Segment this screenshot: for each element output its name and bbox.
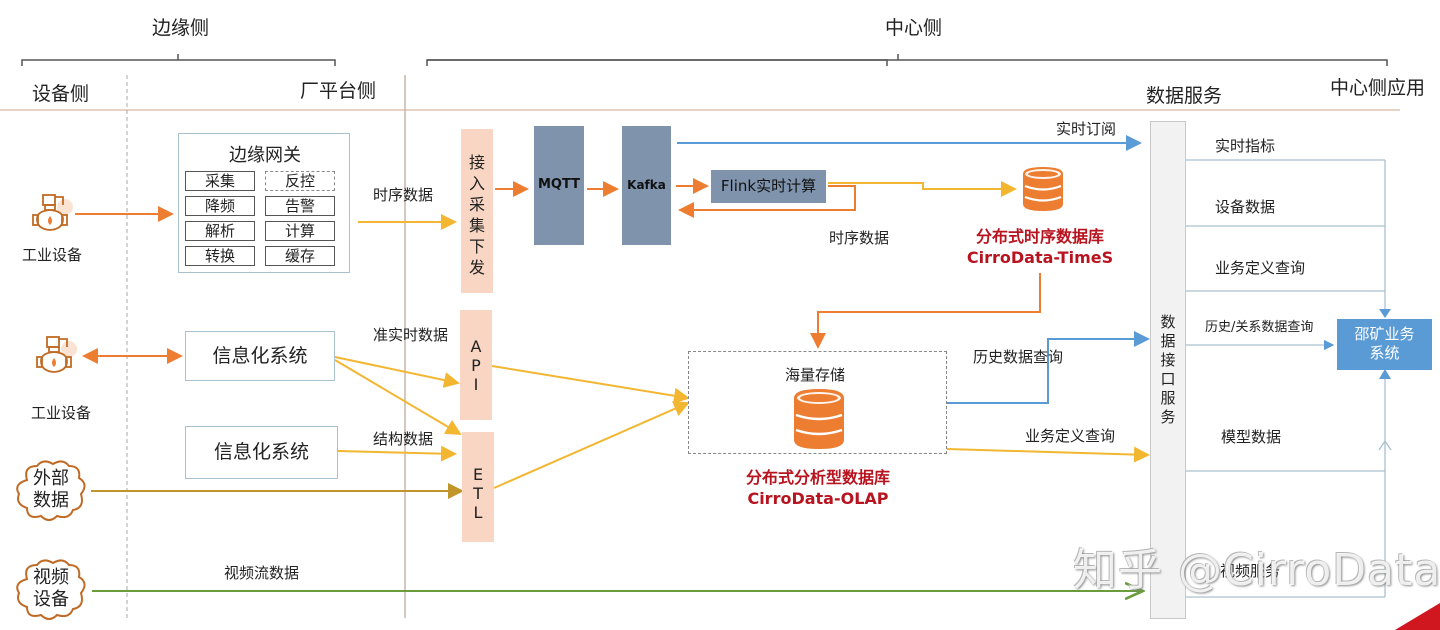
etl-char: L: [473, 503, 483, 522]
access-char: 集: [468, 216, 485, 235]
gateway-item-collect: 采集: [185, 171, 255, 191]
interface-char: 接: [1160, 351, 1176, 369]
data-service-title: 数据服务: [1146, 85, 1223, 107]
edge-gateway-title: 边缘网关: [229, 145, 301, 166]
edge-side-title: 边缘侧: [152, 17, 210, 39]
access-char: 入: [468, 174, 485, 193]
label-video-stream-data: 视频流数据: [224, 564, 300, 582]
industrial-device-label-1: 工业设备: [22, 246, 83, 264]
interface-char: 务: [1160, 408, 1176, 426]
gateway-item-compute: 计算: [265, 221, 335, 241]
gateway-item-control: 反控: [265, 171, 335, 191]
arrow-flink-to-times: [828, 181, 1017, 197]
timeseries-db-name: CirroData-TimeS: [966, 248, 1114, 267]
label-near-realtime-data: 准实时数据: [373, 326, 449, 344]
arrow-api-to-olap: [491, 365, 690, 404]
arrow-olap-business: [946, 446, 1150, 463]
external-data-line: 数据: [33, 490, 69, 511]
arrow-info2-to-etl: [337, 445, 457, 462]
label-business-query: 业务定义查询: [1025, 427, 1116, 445]
cloud-icon: [16, 559, 86, 620]
watermark: 知乎 @CirroData: [1073, 545, 1440, 596]
data-interface-service: 数 据 接 口 服 务: [1150, 121, 1186, 619]
cloud-icon: [16, 460, 86, 521]
access-char: 下: [468, 237, 485, 256]
flink-block: Flink实时计算: [711, 170, 826, 203]
service-model-data: 模型数据: [1221, 428, 1282, 446]
industrial-device-label-2: 工业设备: [31, 404, 92, 422]
access-char: 接: [468, 153, 485, 172]
olap-db-title: 分布式分析型数据库: [745, 468, 890, 487]
olap-storage-box: 海量存储: [688, 351, 947, 454]
edge-gateway: 边缘网关 采集 反控 降频 告警 解析 计算 转换 缓存: [178, 133, 350, 273]
access-collect-block: 接 入 采 集 下 发: [461, 129, 493, 293]
interface-char: 数: [1160, 313, 1176, 331]
video-device-line: 视频: [33, 567, 69, 588]
kafka-block: Kafka: [622, 126, 671, 245]
arrow-info1-to-api: [334, 356, 460, 388]
info-system-1: 信息化系统: [185, 331, 335, 381]
external-data-cloud: 外部 数据: [13, 458, 89, 524]
gateway-item-alarm: 告警: [265, 196, 335, 216]
device-side-title: 设备侧: [32, 83, 90, 105]
arrow-olap-history: [947, 331, 1150, 404]
app-line: 邵矿业务: [1354, 325, 1415, 343]
api-char: P: [471, 356, 481, 375]
etl-char: T: [473, 484, 483, 503]
gateway-item-downsample: 降频: [185, 196, 255, 216]
video-device-cloud: 视频 设备: [13, 557, 89, 623]
info-system-2: 信息化系统: [185, 426, 338, 479]
gateway-item-convert: 转换: [185, 246, 255, 266]
etl-char: E: [472, 465, 484, 484]
service-business-query: 业务定义查询: [1215, 259, 1306, 277]
label-realtime-subscribe: 实时订阅: [1056, 120, 1117, 138]
arrow-flink-to-kafka: [678, 185, 856, 218]
arrow-info1-to-etl: [334, 359, 462, 436]
service-video: 视频服务: [1220, 562, 1281, 580]
database-icon: [793, 388, 845, 450]
label-time-series-data: 时序数据: [373, 186, 434, 204]
label-structured-data: 结构数据: [373, 430, 434, 448]
industrial-device-icon: [35, 335, 77, 375]
center-app-title: 中心侧应用: [1330, 77, 1426, 99]
api-block: A P I: [460, 310, 492, 420]
interface-char: 据: [1160, 332, 1176, 350]
center-side-title: 中心侧: [885, 17, 943, 39]
interface-char: 口: [1160, 370, 1176, 388]
access-char: 发: [468, 258, 485, 277]
industrial-device-icon: [31, 193, 73, 233]
external-data-line: 外部: [33, 468, 69, 489]
gateway-item-cache: 缓存: [265, 246, 335, 266]
gateway-item-parse: 解析: [185, 221, 255, 241]
app-line: 系统: [1369, 344, 1400, 362]
service-device-data: 设备数据: [1215, 198, 1276, 216]
service-history-query: 历史/关系数据查询: [1205, 320, 1314, 335]
label-time-series-data-2: 时序数据: [829, 229, 890, 247]
etl-block: E T L: [462, 432, 494, 542]
factory-platform-title: 厂平台侧: [300, 80, 377, 102]
mqtt-block: MQTT: [534, 126, 584, 245]
olap-db-name: CirroData-OLAP: [747, 489, 889, 508]
corner-decoration: [1395, 603, 1440, 630]
label-history-query: 历史数据查询: [973, 348, 1064, 366]
video-device-line: 设备: [33, 589, 69, 610]
arrow-etl-to-olap: [493, 401, 690, 489]
timeseries-db-title: 分布式时序数据库: [975, 227, 1104, 246]
edge-bracket: [21, 54, 336, 66]
interface-char: 服: [1160, 389, 1176, 407]
business-system-app[interactable]: 邵矿业务 系统: [1337, 319, 1432, 370]
mass-storage-label: 海量存储: [785, 366, 846, 384]
api-char: I: [473, 375, 479, 394]
arrow-times-to-olap: [810, 273, 1041, 349]
service-realtime-metrics: 实时指标: [1215, 137, 1276, 155]
access-char: 采: [468, 195, 485, 214]
database-icon: [1022, 166, 1064, 212]
api-char: A: [470, 337, 482, 356]
center-bracket-right: [427, 59, 1388, 66]
